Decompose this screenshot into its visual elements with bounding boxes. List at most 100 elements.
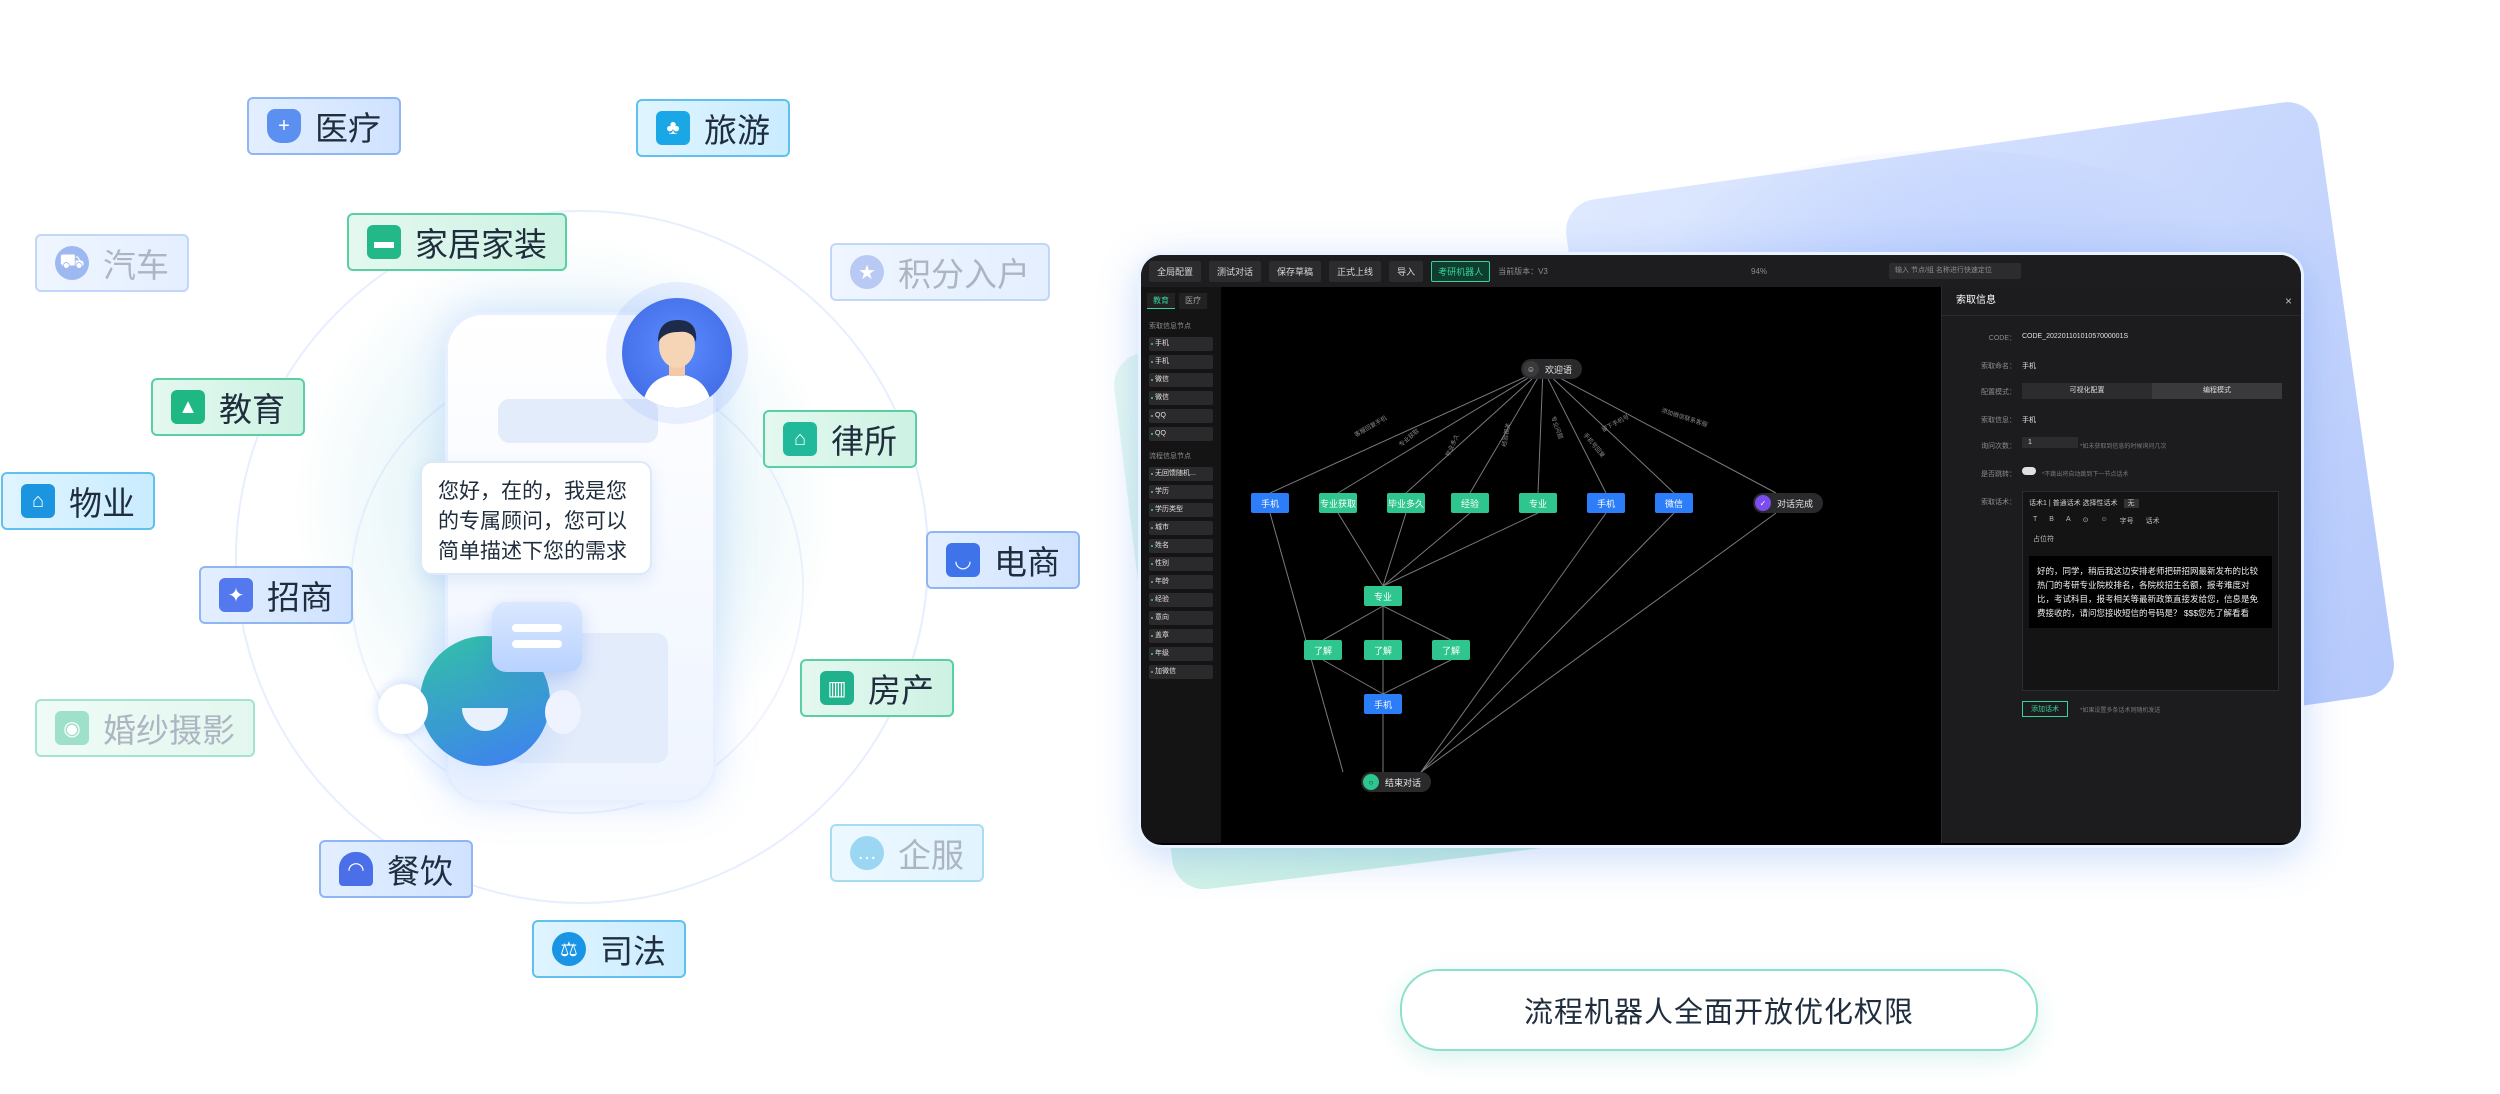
person-icon	[642, 320, 712, 408]
bot-face-icon	[462, 708, 508, 731]
tag-investment[interactable]: ✦ 招商	[199, 566, 353, 624]
flow-node[interactable]: 手机	[1587, 493, 1625, 513]
node-search-input[interactable]: 输入 节点/组 名称进行快速定位	[1889, 263, 2021, 279]
flow-node[interactable]: 了解	[1432, 640, 1470, 660]
node-item[interactable]: 无回馈随机...	[1149, 467, 1213, 481]
edge-label: 经验相关	[1500, 422, 1512, 447]
zoom-level[interactable]: 94%	[1751, 266, 1768, 276]
close-icon[interactable]: ×	[2284, 294, 2292, 308]
tag-wedding[interactable]: ◉ 婚纱摄影	[35, 699, 255, 757]
caption-text: 流程机器人全面开放优化权限	[1523, 997, 1914, 1029]
flow-start-label: 欢迎语	[1545, 364, 1573, 375]
node-config-panel: 索取信息 × CODE： CODE_20220110101057000001S 索…	[1941, 287, 2301, 843]
node-item[interactable]: 微信	[1149, 391, 1213, 405]
add-script-button[interactable]: 添加话术	[2022, 701, 2068, 717]
tag-property[interactable]: ⌂ 物业	[1, 472, 155, 530]
editor-tool[interactable]: T	[2033, 516, 2038, 523]
tag-real-estate[interactable]: ▥ 房产	[800, 659, 954, 717]
script-editor[interactable]: 话术1 | 普通话术 选择性话术 无 T B A ⊙ ☺ 字号 话术 占位符 好…	[2022, 491, 2279, 691]
tag-catering[interactable]: ◠ 餐饮	[319, 840, 473, 898]
panel-title: 索取信息	[1956, 295, 1996, 306]
skip-label: 是否跳转：	[1981, 471, 2016, 478]
toolbar-global-config-button[interactable]: 全局配置	[1149, 260, 1202, 282]
node-item[interactable]: 性别	[1149, 557, 1213, 571]
node-library-panel: 教育 医疗 索取信息节点 手机 手机 微信 微信 QQ QQ 流程信息节点 无回…	[1141, 287, 1221, 843]
tag-auto[interactable]: ⛟ 汽车	[35, 234, 189, 292]
flow-node[interactable]: 了解	[1304, 640, 1342, 660]
flow-end-label: 结束对话	[1385, 777, 1422, 788]
placeholder-dropdown[interactable]: 占位符	[2033, 536, 2054, 543]
flow-node[interactable]: 毕业多久	[1387, 493, 1425, 513]
chat-bubble: 您好，在的，我是您的专属顾问，您可以简单描述下您的需求	[420, 461, 652, 575]
script-tabs[interactable]: 话术1 | 普通话术 选择性话术	[2029, 500, 2118, 507]
flow-node[interactable]: 手机	[1251, 493, 1289, 513]
house-icon: ⌂	[21, 484, 55, 518]
tag-law-firm[interactable]: ⌂ 律所	[763, 410, 917, 468]
tag-medical[interactable]: + 医疗	[247, 97, 401, 155]
toolbar-test-dialog-button[interactable]: 测试对话	[1209, 260, 1262, 282]
node-item[interactable]: 年级	[1149, 647, 1213, 661]
node-item[interactable]: QQ	[1149, 409, 1213, 423]
editor-tool[interactable]: 话术	[2145, 518, 2160, 525]
node-item[interactable]: 姓名	[1149, 539, 1213, 553]
mode-code-option[interactable]: 编程模式	[2152, 383, 2282, 399]
code-label: CODE：	[1988, 335, 2016, 342]
node-item[interactable]: QQ	[1149, 427, 1213, 441]
tag-ecommerce[interactable]: ◡ 电商	[926, 531, 1080, 589]
flow-node[interactable]: 手机	[1364, 694, 1402, 714]
flow-done-node[interactable]: ✓ 对话完成	[1753, 493, 1824, 513]
tag-travel[interactable]: ♣ 旅游	[636, 99, 790, 157]
editor-tool[interactable]: A	[2065, 516, 2071, 523]
tab-medical[interactable]: 医疗	[1179, 293, 1207, 309]
gavel-icon: ⚖	[552, 932, 586, 966]
node-item[interactable]: 手机	[1149, 355, 1213, 369]
node-item[interactable]: 盖章	[1149, 629, 1213, 643]
flow-node[interactable]: 专业	[1364, 586, 1402, 606]
tag-judicial[interactable]: ⚖ 司法	[532, 920, 686, 978]
skip-toggle[interactable]	[2022, 467, 2036, 475]
tag-enterprise[interactable]: … 企服	[830, 824, 984, 882]
flow-start-node[interactable]: ☺ 欢迎语	[1521, 359, 1583, 379]
toolbar-import-button[interactable]: 导入	[1389, 260, 1424, 282]
edge-label: 客服回复手机	[1353, 414, 1388, 439]
node-item[interactable]: 学历	[1149, 485, 1213, 499]
tag-education[interactable]: ▲ 教育	[151, 378, 305, 436]
node-item[interactable]: 经验	[1149, 593, 1213, 607]
node-item[interactable]: 年龄	[1149, 575, 1213, 589]
node-item[interactable]: 意向	[1149, 611, 1213, 625]
node-item[interactable]: 学历类型	[1149, 503, 1213, 517]
tag-home-deco[interactable]: ▬ 家居家装	[347, 213, 567, 271]
flow-end-node[interactable]: ○ 结束对话	[1361, 772, 1432, 792]
script-label: 索取话术：	[1981, 499, 2016, 506]
flow-node[interactable]: 微信	[1655, 493, 1693, 513]
editor-tool[interactable]: ☺	[2100, 516, 2108, 523]
ask-input[interactable]: 1	[2022, 437, 2078, 448]
editor-tool[interactable]: ⊙	[2082, 517, 2089, 524]
node-item[interactable]: 加微信	[1149, 665, 1213, 679]
tab-education[interactable]: 教育	[1147, 293, 1175, 309]
flow-node[interactable]: 了解	[1364, 640, 1402, 660]
node-item[interactable]: 城市	[1149, 521, 1213, 535]
tag-points[interactable]: ★ 积分入户	[830, 243, 1050, 301]
add-script-hint: *如果设置多条话术则随机发送	[2080, 708, 2161, 714]
flow-node[interactable]: 专业获取	[1319, 493, 1357, 513]
editor-tool[interactable]: B	[2049, 516, 2054, 523]
editor-tool[interactable]: 字号	[2119, 518, 2134, 525]
node-item[interactable]: 微信	[1149, 373, 1213, 387]
flow-node[interactable]: 经验	[1451, 493, 1489, 513]
bot-speech-icon	[492, 602, 582, 672]
toolbar-save-draft-button[interactable]: 保存草稿	[1269, 260, 1322, 282]
code-value: CODE_20220110101057000001S	[2022, 333, 2129, 340]
tag-travel-label: 旅游	[704, 112, 770, 149]
flow-canvas[interactable]: 客服回复手机 专业获取 毕业多久 经验相关 专业问题 手机号回复 留下手机号 添…	[1221, 287, 1941, 843]
tag-real-estate-label: 房产	[868, 672, 934, 709]
script-text[interactable]: 好的，同学，稍后我这边安排老师把研招网最新发布的比较热门的考研专业院校排名，各院…	[2029, 556, 2272, 628]
mode-visual-option[interactable]: 可视化配置	[2069, 387, 2105, 394]
mode-switch[interactable]: 可视化配置 编程模式	[2022, 383, 2282, 399]
node-item[interactable]: 手机	[1149, 337, 1213, 351]
edge-label: 专业问题	[1549, 415, 1565, 440]
flow-node[interactable]: 专业	[1519, 493, 1557, 513]
tag-medical-label: 医疗	[315, 110, 381, 147]
edge-label: 手机号回复	[1581, 431, 1606, 459]
toolbar-publish-button[interactable]: 正式上线	[1329, 260, 1382, 282]
